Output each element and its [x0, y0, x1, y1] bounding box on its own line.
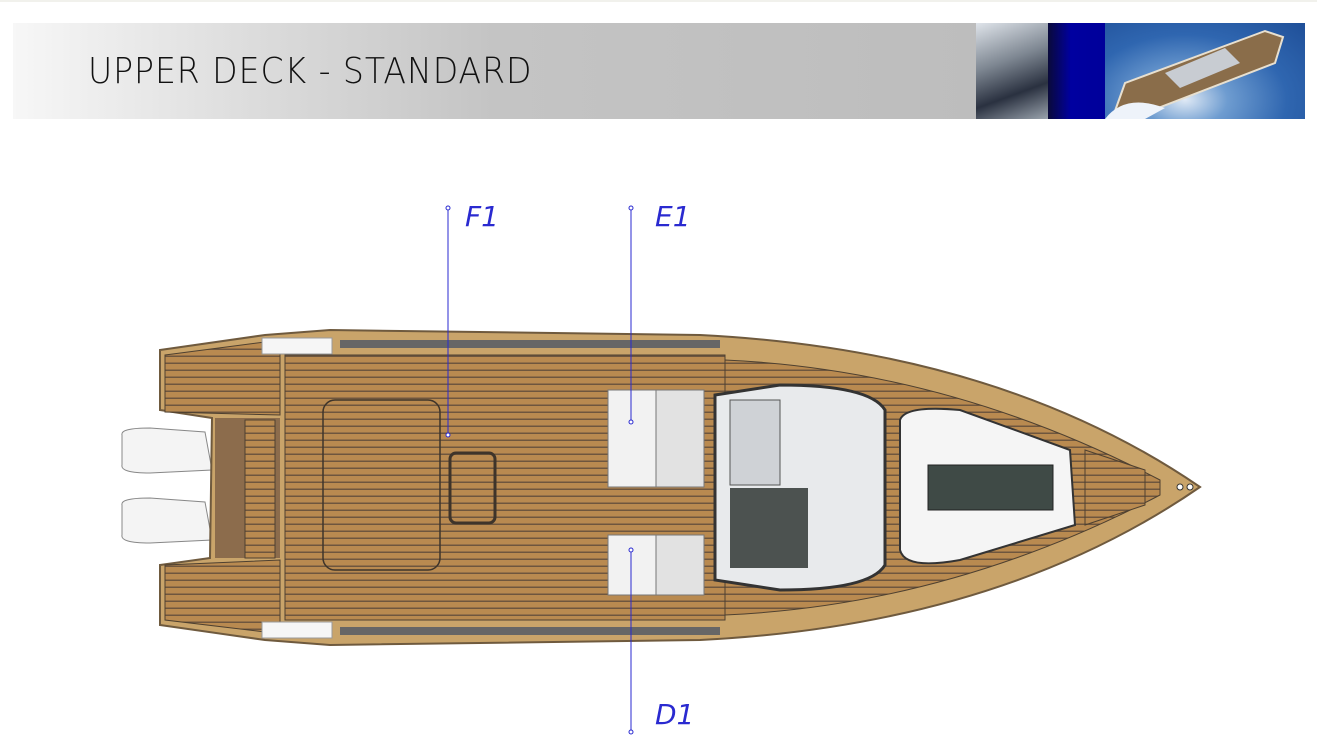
top-border [0, 0, 1317, 2]
callout-f1: F1 [465, 200, 499, 233]
outboard-engine-icon [121, 427, 213, 544]
page-title: UPPER DECK - STANDARD [88, 51, 533, 92]
header-photo-helm [976, 23, 1048, 119]
header-photo-boat [1105, 23, 1305, 119]
callout-e1: E1 [655, 200, 691, 233]
callout-d1: D1 [655, 698, 695, 731]
header-banner: UPPER DECK - STANDARD [13, 23, 976, 119]
header-photo-blue [1048, 23, 1105, 119]
boat-photo-icon [1105, 29, 1285, 119]
